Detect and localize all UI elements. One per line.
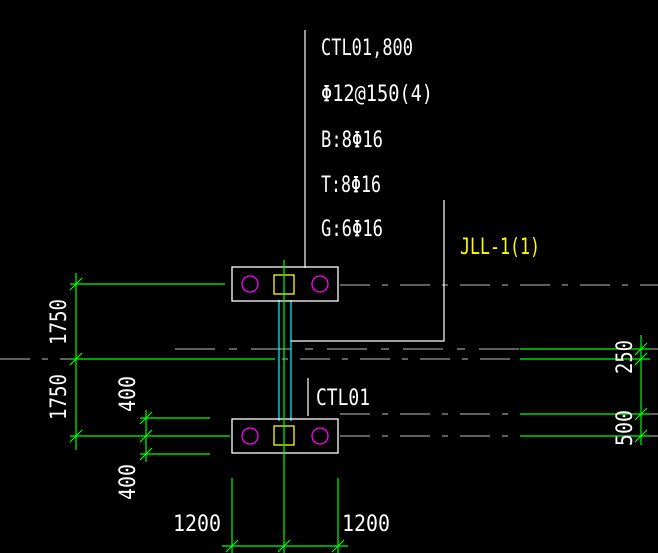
dim-left-lower: 1750: [47, 374, 72, 420]
pile-circle-icon: [311, 275, 329, 293]
annotation-line-1: CTL01,800: [321, 36, 413, 61]
pile-cap-label[interactable]: CTL01: [316, 386, 370, 411]
pile-cap-upper[interactable]: [231, 266, 339, 302]
dimension-lines: [69, 273, 650, 553]
tie-beam[interactable]: [278, 300, 292, 421]
dim-bottom-left: 1200: [173, 512, 221, 537]
reinforcement-annotation[interactable]: CTL01,800 Φ12@150(4) B:8Φ16 T:8Φ16 G:6Φ1…: [321, 36, 433, 242]
dim-left-upper: 1750: [47, 299, 72, 345]
pile-cap-lower[interactable]: [231, 418, 339, 454]
construction-lines: [0, 284, 658, 437]
annotation-line-2: Φ12@150(4): [321, 82, 433, 107]
dim-right-upper: 250: [613, 340, 638, 374]
beam-label[interactable]: JLL-1(1): [460, 235, 540, 260]
pile-circle-icon: [241, 275, 259, 293]
annotation-line-5: G:6Φ16: [321, 217, 383, 242]
dim-inner-upper: 400: [116, 376, 141, 412]
dim-bottom-right: 1200: [342, 512, 390, 537]
dim-inner-lower: 400: [116, 464, 141, 500]
annotation-leader: [290, 30, 445, 416]
pile-circle-icon: [311, 427, 329, 445]
annotation-line-3: B:8Φ16: [321, 128, 383, 153]
dim-right-lower: 500: [613, 410, 638, 446]
annotation-line-4: T:8Φ16: [321, 173, 381, 198]
dimension-texts: 1750 1750 400 400 250 500 1200 1200: [47, 299, 638, 537]
pile-circle-icon: [241, 427, 259, 445]
